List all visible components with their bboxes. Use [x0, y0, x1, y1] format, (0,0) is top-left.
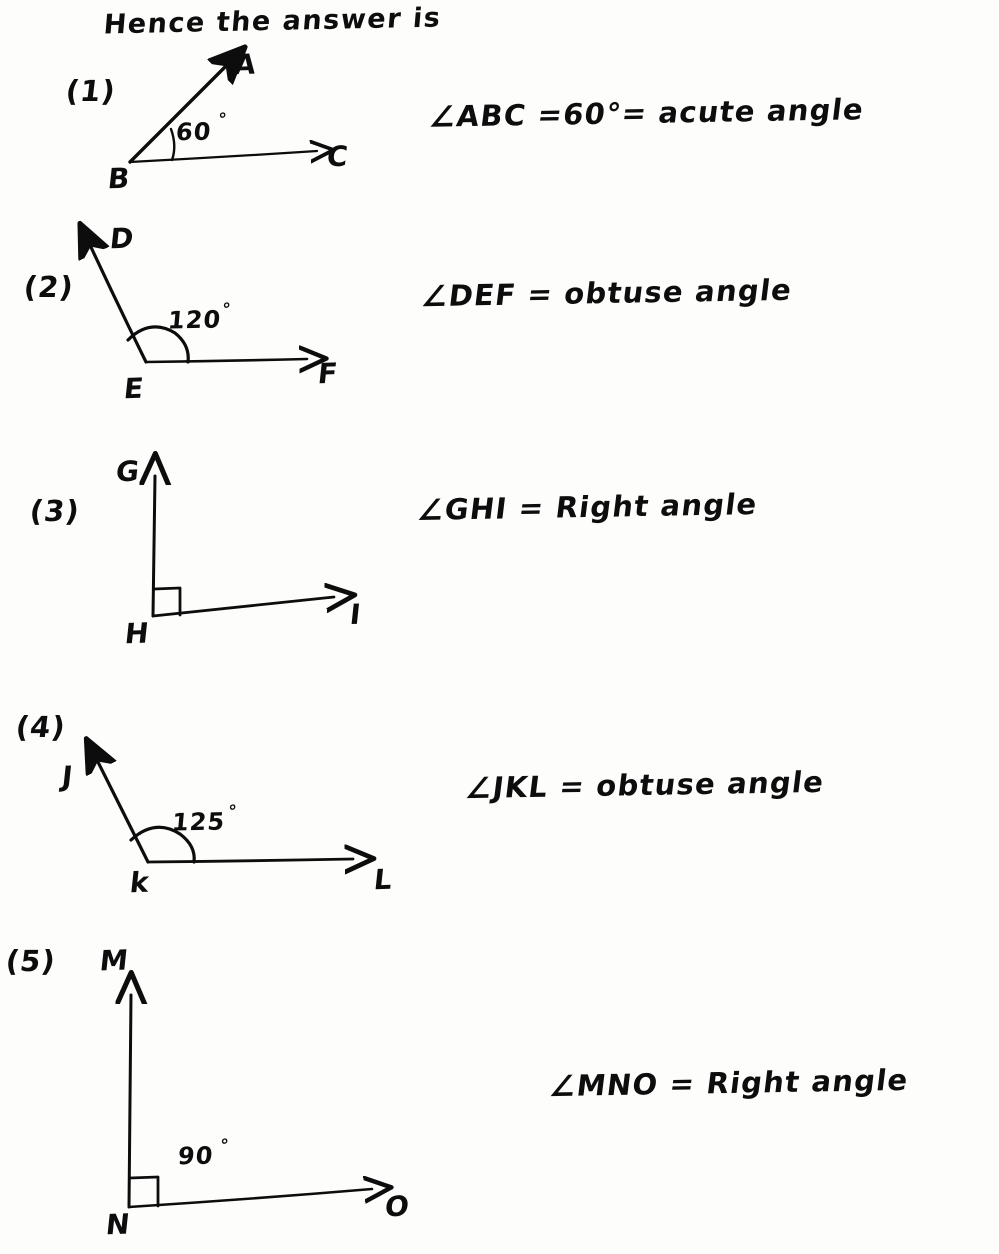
point-label-a: A [232, 47, 258, 82]
statement-2: ∠DEF = obtuse angle [419, 272, 795, 314]
page-title: Hence the answer is [102, 2, 443, 41]
statement-4: ∠JKL = obtuse angle [463, 764, 827, 806]
point-label-e: E [122, 371, 146, 406]
angle-measure-1: 60 [174, 117, 213, 147]
statement-5: ∠MNO = Right angle [547, 1062, 911, 1104]
angle-measure-4: 125 [170, 807, 227, 837]
point-label-m: M [98, 943, 131, 978]
point-label-i: I [348, 597, 363, 632]
statement-3: ∠GHI = Right angle [415, 487, 760, 527]
problem-number-2: (2) [21, 270, 76, 304]
degree-symbol-5: ° [219, 1135, 231, 1157]
degree-symbol-4: ° [227, 801, 239, 823]
point-label-l: L [372, 862, 395, 897]
angle-measure-2: 120 [166, 305, 223, 335]
point-label-o: O [383, 1189, 412, 1224]
problem-number-1: (1) [63, 74, 118, 108]
point-label-j: J [60, 759, 75, 794]
problem-number-3: (3) [27, 494, 82, 528]
point-label-c: C [325, 139, 350, 174]
point-label-g: G [114, 454, 142, 489]
point-label-b: B [106, 161, 132, 196]
point-label-h: H [123, 616, 151, 651]
point-label-f: F [316, 356, 340, 391]
degree-symbol-2: ° [221, 299, 233, 321]
angle-diagram-2 [90, 245, 307, 362]
point-label-k: k [128, 865, 151, 900]
angle-diagram-3 [153, 476, 334, 618]
angle-measure-5: 90 [176, 1141, 215, 1171]
point-label-d: D [108, 221, 136, 256]
angle-diagram-5 [129, 995, 372, 1209]
problem-number-4: (4) [13, 710, 68, 744]
point-label-n: N [104, 1207, 132, 1242]
degree-symbol-1: ° [217, 109, 229, 131]
statement-1: ∠ABC =60°= acute angle [427, 92, 867, 134]
problem-number-5: (5) [3, 944, 58, 978]
